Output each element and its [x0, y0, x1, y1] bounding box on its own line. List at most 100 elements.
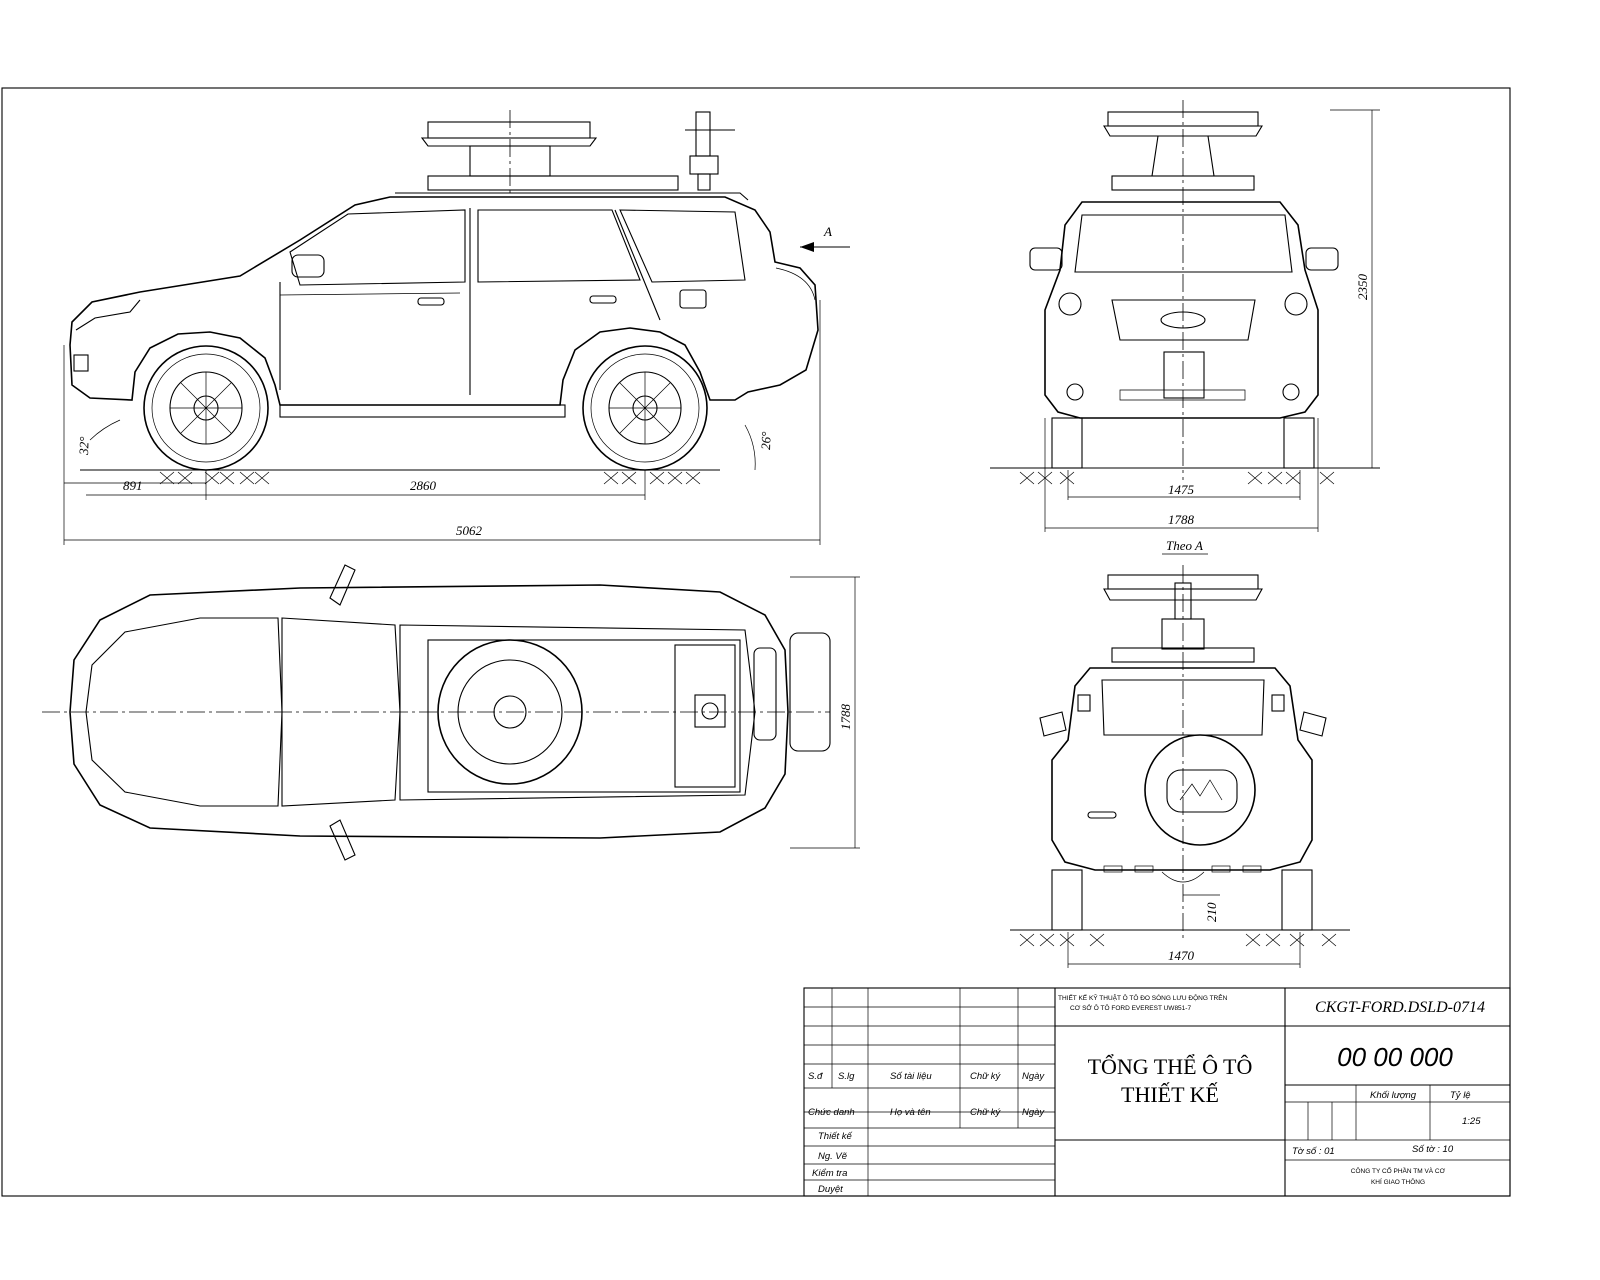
hdr-chuc-danh: Chức danh	[808, 1107, 855, 1118]
front-headlight-right	[1284, 292, 1308, 316]
hdr-chu-ky-2: Chữ ký	[970, 1107, 1002, 1118]
rear-ground-marks	[1019, 933, 1337, 947]
dim-overall-length: 5062	[456, 523, 483, 538]
company-line1: CÔNG TY CỔ PHẦN TM VÀ CƠ	[1351, 1165, 1446, 1175]
side-rear-wheel	[582, 345, 708, 471]
rear-tow-hitch	[1161, 871, 1205, 883]
section-arrow-label: A	[823, 224, 832, 239]
dim-front-track: 1475	[1168, 482, 1195, 497]
mountain-logo-icon	[1179, 779, 1223, 801]
top-view: 1788	[42, 564, 860, 861]
side-front-wheel	[143, 345, 269, 471]
front-dimensions: 1475 1788 2350	[1044, 109, 1380, 532]
side-foglight	[73, 354, 89, 372]
top-windshield	[281, 617, 401, 807]
top-mast-icon	[701, 702, 719, 720]
top-dish-outer	[437, 639, 583, 785]
sheet-border	[1, 87, 1511, 1197]
drawing-title-line2: THIẾT KẾ	[1121, 1082, 1219, 1107]
top-body-outline	[69, 584, 789, 839]
drawing-scale: 1:25	[1462, 1116, 1481, 1127]
top-mirror-right	[329, 819, 356, 861]
rear-tire-right	[1281, 869, 1313, 931]
front-mirror-right	[1305, 247, 1339, 271]
top-roof	[399, 624, 756, 801]
hdr-ngay-2: Ngày	[1022, 1107, 1045, 1118]
drawing-number: 00 00 000	[1337, 1042, 1453, 1072]
side-dimensions: 891 2860 5062 32° 26°	[63, 300, 821, 545]
title-block: S.đ S.lg Số tài liệu Chữ ký Ngày Chức da…	[803, 987, 1511, 1197]
rear-spare-cover-logo	[1166, 769, 1238, 813]
drawing-title-line1: TỔNG THỂ Ô TÔ	[1088, 1054, 1253, 1079]
section-arrow-a: A	[800, 224, 850, 252]
sheet-count: Số tờ : 10	[1412, 1144, 1454, 1155]
rear-view: Theo A	[1010, 538, 1350, 968]
top-dish-inner	[457, 659, 563, 765]
hdr-slg: S.lg	[838, 1071, 855, 1082]
dim-wheelbase: 2860	[410, 478, 437, 493]
side-window-middle	[477, 209, 641, 283]
front-plate	[1163, 351, 1205, 399]
rear-mirror-right	[1299, 711, 1327, 737]
view-a-label: Theo A	[1166, 538, 1203, 553]
front-bumper-vent	[1119, 389, 1246, 401]
rear-window	[1101, 679, 1265, 736]
top-dish-hub	[493, 695, 527, 729]
sheet-number: Tờ số : 01	[1292, 1146, 1335, 1157]
side-pillar-line	[614, 209, 661, 321]
side-spare-cover	[775, 267, 816, 301]
hdr-ngay: Ngày	[1022, 1071, 1045, 1082]
project-desc-line2: CƠ SỞ Ô TÔ FORD EVEREST UW851-7	[1070, 1003, 1191, 1012]
top-dimensions: 1788	[790, 576, 860, 849]
side-window-rear	[619, 209, 746, 283]
front-foglight-left	[1066, 383, 1084, 401]
front-foglight-right	[1282, 383, 1300, 401]
rear-roof-equipment	[1103, 574, 1263, 663]
dim-front-width: 1788	[1168, 512, 1195, 527]
rear-reflectors	[1103, 865, 1262, 873]
top-roof-rack	[427, 639, 741, 793]
front-mirror-left	[1029, 247, 1063, 271]
label-ty-le: Tỷ lệ	[1450, 1090, 1471, 1101]
hdr-sd: S.đ	[808, 1071, 824, 1082]
rear-spare-tire	[1144, 734, 1256, 846]
front-tire-left	[1051, 417, 1083, 469]
dim-approach-angle: 32°	[76, 436, 92, 456]
side-roof-antenna-dish	[420, 110, 679, 195]
side-view: A 891 2860 5062 32° 26°	[63, 110, 850, 545]
door-handle-icon	[589, 295, 617, 304]
ford-logo-icon	[1160, 311, 1206, 329]
top-rack-mesh	[674, 644, 736, 788]
project-desc-line1: THIẾT KẾ KỸ THUẬT Ô TÔ ĐO SÓNG LƯU ĐỘNG …	[1058, 992, 1228, 1002]
rear-lamp-right	[1271, 694, 1285, 712]
role-kiem-tra: Kiểm tra	[812, 1168, 847, 1179]
hdr-chu-ky: Chữ ký	[970, 1071, 1002, 1082]
label-khoi-luong: Khối lượng	[1370, 1090, 1417, 1101]
front-windshield	[1074, 214, 1293, 273]
top-rear-window	[753, 647, 777, 741]
front-view: 1475 1788 2350	[990, 100, 1380, 532]
rear-body-outline	[1051, 667, 1313, 871]
rear-tire-left	[1051, 869, 1083, 931]
side-body-outline	[69, 196, 819, 406]
drawing-code: CKGT-FORD.DSLD-0714	[1315, 999, 1485, 1016]
role-ng-ve: Ng. Vẽ	[818, 1151, 847, 1162]
dim-ground-clearance: 210	[1204, 902, 1219, 922]
front-grille	[1111, 299, 1256, 341]
top-spare-tire	[789, 632, 831, 752]
side-headlight	[75, 299, 141, 331]
front-tire-right	[1283, 417, 1315, 469]
dim-top-width: 1788	[838, 704, 853, 731]
role-duyet: Duyệt	[818, 1184, 843, 1195]
company-line2: KHÍ GIAO THÔNG	[1371, 1177, 1425, 1186]
rear-handle-icon	[1087, 811, 1117, 819]
fuel-cap-icon	[679, 289, 707, 309]
dim-overall-height: 2350	[1355, 274, 1370, 301]
side-step	[279, 404, 566, 418]
hdr-so-tai-lieu: Số tài liệu	[890, 1071, 932, 1082]
rear-dimensions: 1470 210	[1067, 894, 1301, 968]
rear-mirror-left	[1039, 711, 1067, 737]
side-belt-line	[279, 292, 461, 296]
top-mirror-left	[329, 564, 356, 606]
dim-rear-track: 1470	[1168, 948, 1195, 963]
